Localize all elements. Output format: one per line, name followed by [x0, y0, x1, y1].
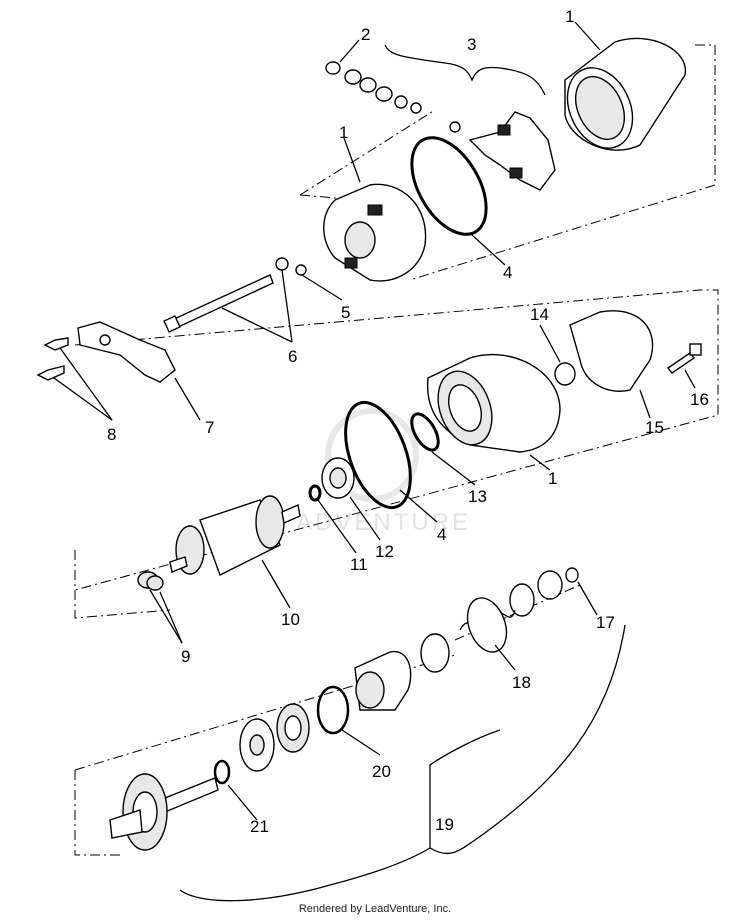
nut-washer-stack [325, 61, 422, 114]
callout-1-rear-cover: 1 [339, 123, 348, 142]
o-ring-middle [344, 400, 412, 510]
callout-15: 15 [645, 418, 664, 437]
callout-10: 10 [281, 610, 300, 629]
small-washer [295, 264, 307, 276]
bearing [321, 457, 355, 499]
callout-8: 8 [107, 425, 116, 444]
callout-4-middle: 4 [437, 525, 446, 544]
callout-16: 16 [690, 390, 709, 409]
thrust-washer [554, 362, 576, 386]
drive-parts-upper [420, 567, 579, 673]
retaining-ring [316, 685, 350, 735]
circlip [308, 484, 322, 502]
callout-13: 13 [468, 487, 487, 506]
callout-9: 9 [181, 647, 190, 666]
housing-bolt [666, 343, 702, 374]
group-brackets [179, 44, 626, 902]
callout-12: 12 [375, 542, 394, 561]
callout-21: 21 [250, 817, 269, 836]
callout-5: 5 [341, 303, 350, 322]
leader-lines [53, 21, 696, 821]
yoke-housing [564, 37, 686, 151]
armature [169, 495, 301, 576]
gear-shaft [109, 773, 219, 851]
o-ring-upper [410, 136, 488, 236]
brush-set [137, 571, 164, 591]
mounting-bracket [77, 321, 176, 383]
callout-3: 3 [467, 35, 476, 54]
o-ring-small [410, 412, 440, 452]
front-housing [426, 353, 561, 453]
snap-ring [213, 759, 231, 785]
callout-2: 2 [361, 25, 370, 44]
callout-1-yoke: 1 [565, 7, 574, 26]
callout-17: 17 [596, 613, 615, 632]
callout-6: 6 [288, 347, 297, 366]
callout-1-front-housing: 1 [548, 469, 557, 488]
brush-holder-assembly [449, 111, 556, 191]
assembly-boundaries [74, 44, 719, 856]
rear-cover [323, 183, 427, 282]
callouts: 1 2 3 1 4 5 6 7 8 14 16 15 1 13 4 12 11 … [107, 7, 709, 836]
callout-14: 14 [530, 305, 549, 324]
callout-4-upper: 4 [503, 263, 512, 282]
callout-7: 7 [205, 418, 214, 437]
through-bolts [163, 257, 289, 333]
gasket [569, 310, 654, 392]
render-credit: Rendered by LeadVenture, Inc. [298, 903, 452, 915]
watermark-text: ADVENTURE [296, 509, 471, 536]
callout-11: 11 [350, 555, 368, 574]
clutch-discs [239, 703, 310, 772]
callout-20: 20 [372, 762, 391, 781]
callout-18: 18 [512, 673, 531, 692]
bracket-bolts [36, 337, 69, 381]
callout-19: 19 [435, 815, 454, 834]
pinion-clutch [354, 650, 412, 711]
